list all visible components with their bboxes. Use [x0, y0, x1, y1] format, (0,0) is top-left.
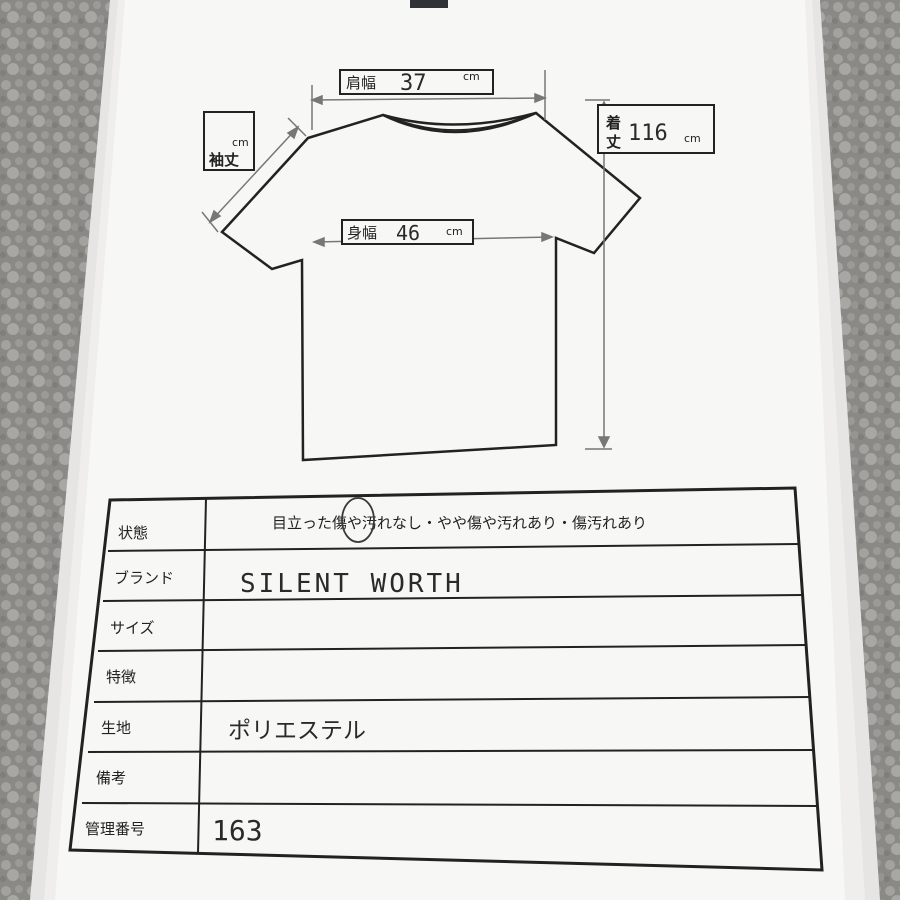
- tag-clip: [410, 0, 448, 8]
- shoulder-width-box: [339, 69, 494, 95]
- shoulder-width-unit: cm: [463, 70, 480, 83]
- row-value-brand: SILENT WORTH: [240, 569, 464, 599]
- sleeve-length-label: 袖丈: [209, 151, 239, 169]
- total-length-unit: cm: [684, 132, 701, 145]
- total-length-value: 116: [628, 121, 668, 146]
- row-label-features: 特徴: [106, 668, 136, 686]
- shoulder-width-value: 37: [400, 71, 427, 96]
- row-value-condition: 目立った傷や汚れなし・やや傷や汚れあり・傷汚れあり: [272, 514, 647, 532]
- total-length-box: [597, 104, 715, 154]
- row-label-fabric: 生地: [101, 719, 131, 737]
- body-width-value: 46: [396, 221, 420, 245]
- shoulder-width-arrow: [309, 70, 548, 130]
- tshirt-diagram: [220, 111, 642, 462]
- total-length-label-top: 着: [605, 114, 621, 132]
- body-width-box: [341, 219, 474, 245]
- condition-circle-mark: [341, 497, 375, 543]
- size-card: [55, 0, 845, 900]
- row-label-control-number: 管理番号: [85, 820, 145, 838]
- row-label-size: サイズ: [110, 619, 155, 637]
- row-label-brand: ブランド: [114, 569, 174, 587]
- total-length-label-bottom: 丈: [606, 133, 621, 151]
- info-table-frame: [68, 486, 824, 872]
- info-table: 状態 目立った傷や汚れなし・やや傷や汚れあり・傷汚れあり ブランド SILENT…: [68, 486, 824, 872]
- row-label-condition: 状態: [118, 524, 148, 542]
- row-label-notes: 備考: [96, 769, 126, 787]
- row-value-fabric: ポリエステル: [228, 718, 366, 744]
- body-width-label: 身幅: [347, 224, 377, 242]
- info-table-row-dividers: [81, 543, 819, 807]
- body-width-unit: cm: [446, 225, 463, 238]
- sleeve-length-box: [203, 111, 255, 171]
- sleeve-length-arrow: [201, 117, 307, 233]
- shoulder-width-label: 肩幅: [346, 74, 376, 92]
- row-value-control-number: 163: [212, 814, 263, 847]
- info-table-column-divider: [197, 497, 207, 854]
- sleeve-length-unit: cm: [232, 136, 249, 149]
